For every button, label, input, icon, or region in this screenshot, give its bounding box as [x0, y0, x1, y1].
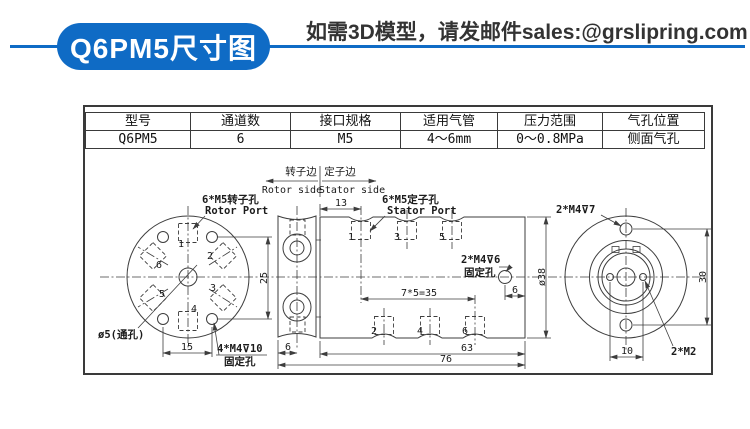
m2-label: 2*M2: [644, 280, 696, 358]
svg-text:63: 63: [461, 343, 473, 354]
rotor-port-4: 4: [191, 304, 197, 315]
stator-face-view: 2*M4⊽7 30 10 2*M2: [556, 204, 711, 361]
rotor-port-3: 3: [210, 283, 216, 294]
svg-text:7*5=35: 7*5=35: [401, 288, 437, 299]
rotor-face-view: 1 2 3 4 5 6 6*M5转子孔 Rotor Port ø5(通孔) 15…: [98, 193, 272, 368]
spec-table-data-row: Q6PM5 6 M5 4～6mm 0～0.8MPa 侧面气孔: [85, 130, 705, 149]
stator-bottom-ports: 2 4 6: [371, 295, 485, 345]
page-title: Q6PM5尺寸图: [70, 32, 257, 64]
side-section-view: 转子边 定子边 Rotor side Stator side: [262, 165, 551, 369]
svg-text:2*M4⊽6: 2*M4⊽6: [461, 254, 500, 266]
stator-port-5: 5: [439, 232, 445, 243]
svg-text:15: 15: [181, 342, 193, 353]
stator-port-1: 1: [348, 232, 354, 243]
svg-text:固定孔: 固定孔: [224, 355, 256, 368]
rotor-port-label-en: Rotor Port: [205, 205, 268, 217]
title-badge: Q6PM5尺寸图: [57, 23, 270, 70]
svg-text:76: 76: [440, 354, 452, 365]
rotor-port-1: 1: [178, 239, 184, 250]
dimension-drawing: 1 2 3 4 5 6 6*M5转子孔 Rotor Port ø5(通孔) 15…: [98, 165, 711, 369]
dim-30: 30: [633, 228, 711, 326]
stator-port-6: 6: [462, 326, 468, 337]
side-labels: 转子边 定子边 Rotor side Stator side: [262, 165, 385, 197]
svg-text:Stator Port: Stator Port: [387, 205, 457, 217]
svg-text:25: 25: [259, 272, 270, 284]
dim-port-spacing: 7*5=35: [360, 288, 476, 302]
stator-body-outline: [319, 216, 526, 339]
stator-port-3: 3: [394, 232, 400, 243]
key-tab-left: [611, 246, 620, 253]
stator-fixing-label: 2*M4⊽7: [556, 204, 622, 227]
cell-hole-position: 侧面气孔: [602, 130, 705, 149]
center-hole-label: ø5(通孔): [98, 328, 144, 341]
svg-text:13: 13: [335, 198, 347, 209]
side-fixing-hole: [498, 270, 512, 284]
dim-63: 63: [319, 341, 526, 358]
contact-note: 如需3D模型，请发邮件sales:@grslipring.com: [306, 21, 748, 44]
dim-6-flange: 6: [277, 340, 298, 357]
svg-text:ø38: ø38: [537, 268, 548, 286]
svg-text:6*M5定子孔: 6*M5定子孔: [382, 193, 439, 206]
rotor-side-cn: 转子边: [285, 165, 317, 178]
svg-text:6: 6: [512, 285, 518, 296]
rotor-side-en: Rotor side: [262, 185, 322, 196]
svg-text:2*M2: 2*M2: [671, 346, 696, 358]
stator-top-ports: 1 3 5: [348, 206, 462, 303]
dim-76: 76: [277, 354, 526, 369]
key-tab-right: [632, 246, 641, 253]
dim-15: 15: [162, 327, 213, 357]
dim-6-side: 6: [504, 285, 526, 300]
drawing-frame: [83, 105, 713, 375]
rotor-port-6: 6: [156, 260, 162, 271]
cell-tube: 4～6mm: [400, 130, 498, 149]
spec-table-header-row: 型号 通道数 接口规格 适用气管 压力范围 气孔位置: [85, 112, 705, 131]
rotor-port-2: 2: [207, 251, 213, 262]
cell-interface: M5: [290, 130, 401, 149]
svg-text:4*M4⊽10: 4*M4⊽10: [217, 343, 263, 355]
side-fixing-label: 2*M4⊽6 固定孔: [461, 254, 513, 279]
col-tube: 适用气管: [400, 112, 498, 131]
rotor-port-label-cn: 6*M5转子孔: [202, 193, 259, 206]
rotor-flange-side: [277, 206, 321, 350]
rotor-port-holes: [137, 223, 238, 331]
dim-25: 25: [218, 236, 272, 320]
stator-side-en: Stator side: [319, 185, 385, 196]
svg-text:10: 10: [621, 346, 633, 357]
dim-13: 13: [319, 198, 362, 216]
dim-d38: ø38: [527, 216, 551, 339]
svg-text:6: 6: [285, 342, 291, 353]
stator-port-label: 6*M5定子孔 Stator Port: [369, 193, 457, 232]
rotor-port-5: 5: [159, 289, 165, 300]
cell-model: Q6PM5: [85, 130, 191, 149]
svg-text:2*M4⊽7: 2*M4⊽7: [556, 204, 595, 216]
stator-port-2: 2: [371, 326, 377, 337]
svg-text:30: 30: [698, 271, 709, 283]
spec-table: 型号 通道数 接口规格 适用气管 压力范围 气孔位置 Q6PM5 6 M5 4～…: [85, 112, 705, 149]
rotor-fixing-label: 4*M4⊽10 固定孔: [212, 322, 267, 368]
dim-10: 10: [609, 282, 644, 361]
svg-text:固定孔: 固定孔: [464, 266, 496, 279]
stator-port-4: 4: [417, 326, 423, 337]
stator-side-cn: 定子边: [324, 165, 356, 178]
header-accent-line: [10, 45, 745, 48]
